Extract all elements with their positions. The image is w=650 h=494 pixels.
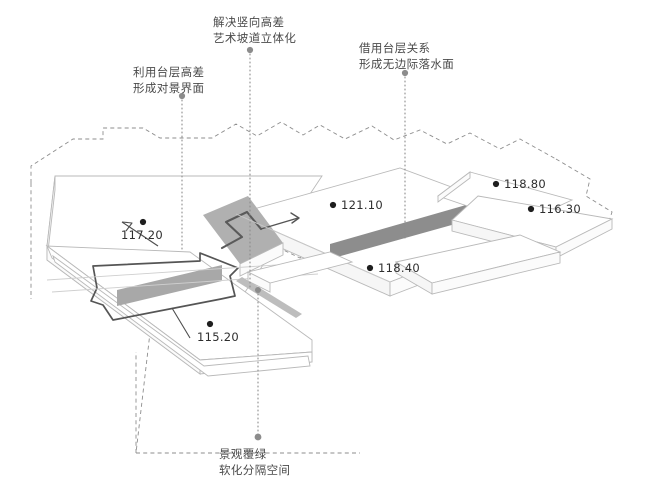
elev-115-20-label: 115.20 — [197, 330, 239, 344]
terrace-connector-plate — [246, 251, 354, 293]
elev-118-40-label: 118.40 — [378, 261, 420, 275]
annotation-leaders — [178, 46, 409, 441]
anno-bottom-leader-dot — [254, 433, 262, 441]
anno-bottom-line2: 软化分隔空间 — [219, 463, 290, 477]
anno-left-leader-dot — [178, 92, 186, 100]
landscape-green-strip — [117, 265, 222, 306]
anno-center-top-line2: 艺术坡道立体化 — [213, 31, 296, 45]
annotation-labels: 利用台层高差 形成对景界面 解决竖向高差 艺术坡道立体化 借用台层关系 形成无边… — [133, 15, 454, 477]
elevation-marker: 117.20 — [121, 218, 163, 242]
terrace-slab-right-lower-shelf-part — [431, 251, 561, 295]
elevation-pointer-leaders-part — [121, 221, 159, 247]
green-connector-bar-part — [236, 277, 302, 318]
ramp-direction-arrow — [260, 212, 300, 230]
terrace-ground-sheet — [45, 244, 313, 377]
terrace-ground-sheet-part — [52, 254, 311, 377]
green-connector-bar — [236, 277, 302, 318]
ramp-support-wall — [239, 242, 284, 277]
anno-left-line1: 利用台层高差 — [133, 65, 204, 79]
elevation-marker: 118.80 — [492, 177, 546, 191]
elev-116-30-label: 116.30 — [539, 202, 581, 216]
elevation-marker: 115.20 — [197, 320, 239, 344]
elevation-marker-part — [206, 320, 214, 328]
elevation-pointer-leaders-part — [171, 307, 191, 339]
anno-center-top-line1: 解决竖向高差 — [213, 15, 284, 29]
annotation-leaders-part — [255, 287, 261, 293]
terrace-slab-right-lower-shelf — [394, 234, 562, 295]
viewing-interface-frame-part — [90, 252, 239, 321]
terrace-connector-plate-part — [247, 271, 271, 293]
ramp-support-wall-part — [239, 242, 284, 277]
viewing-interface-frame — [90, 252, 239, 321]
elevation-markers: 117.20 115.20 121.10 118.40 118.80 116.3… — [121, 177, 581, 344]
elevation-marker-part — [492, 180, 500, 188]
elev-121-10-label: 121.10 — [341, 198, 383, 212]
anno-right-line2: 形成无边际落水面 — [359, 57, 454, 71]
anno-left-line2: 形成对景界面 — [133, 81, 204, 95]
elevation-marker-part — [527, 205, 535, 213]
elevation-marker-part — [329, 201, 337, 209]
ramp-direction-arrow-part — [290, 212, 300, 224]
art-ramp-plate-part — [203, 196, 283, 264]
anno-bottom-line1: 景观覆绿 — [219, 447, 267, 461]
elevation-marker: 121.10 — [329, 198, 383, 212]
elev-117-20-label: 117.20 — [121, 228, 163, 242]
elevation-marker-part — [139, 218, 147, 226]
ramp-direction-arrow-part — [260, 217, 299, 230]
elevation-pointer-leaders-part — [121, 221, 133, 232]
terrace-contour-lines-part — [235, 213, 391, 283]
elevation-marker: 116.30 — [527, 202, 581, 216]
elev-118-80-label: 118.80 — [504, 177, 546, 191]
ramp-zigzag-path — [220, 210, 263, 250]
infinity-water-edge-bar-part — [330, 205, 466, 259]
elevation-marker-part — [366, 264, 374, 272]
anno-right-leader-dot — [401, 69, 409, 77]
anno-center-top-leader-dot — [246, 46, 254, 54]
terrace-slab-upper-right-part — [437, 171, 471, 203]
site-boundary-dashed-part — [30, 121, 557, 183]
art-ramp-plate — [203, 196, 300, 264]
elevation-marker: 118.40 — [366, 261, 420, 275]
anno-right-line1: 借用台层关系 — [359, 41, 430, 55]
elevation-pointer-leaders — [121, 221, 191, 339]
